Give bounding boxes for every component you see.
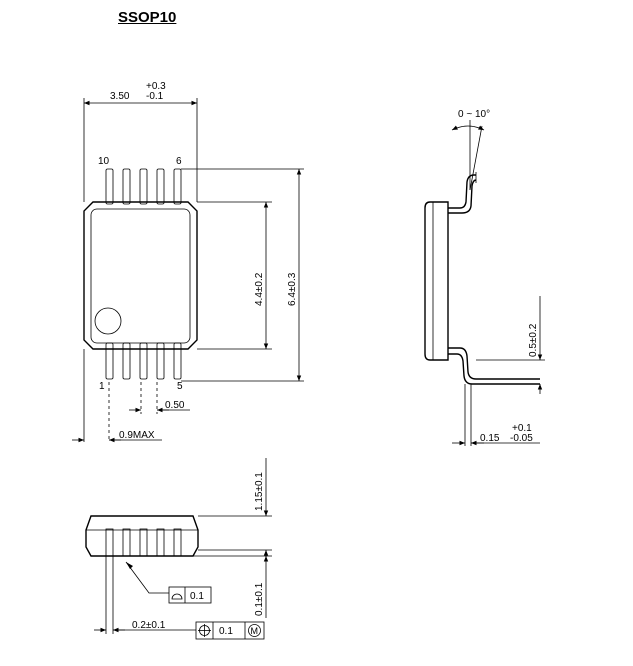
standoff-dim: 0.1±0.1 xyxy=(254,582,265,616)
end-max-dim: 0.9MAX xyxy=(119,430,155,441)
lead-width-dim: 0.2±0.1 xyxy=(132,620,166,631)
top-view: 3.50 +0.3 -0.1 10 6 1 5 4.4±0.2 6.4±0.3 … xyxy=(72,81,304,443)
position-value: 0.1 xyxy=(219,626,233,637)
width-tol-minus: -0.1 xyxy=(146,91,164,102)
lead-thk-nominal: 0.15 xyxy=(480,433,500,444)
position-symbol-icon xyxy=(198,624,211,637)
front-view: 1.15±0.1 0.1±0.1 0.1 0.2±0.1 0.1 M xyxy=(85,458,272,640)
page-title: SSOP10 xyxy=(118,9,177,26)
flatness-value: 0.1 xyxy=(190,591,204,602)
pin1-marker xyxy=(94,307,122,335)
angle-dim: 0 ~ 10° xyxy=(458,109,490,120)
overall-height-dim: 6.4±0.3 xyxy=(287,272,298,306)
pin-label-5: 5 xyxy=(177,381,183,392)
lead-thk-plus: +0.1 xyxy=(512,423,532,434)
side-body xyxy=(424,201,449,361)
front-leads xyxy=(105,528,182,557)
foot-length-dim: 0.5±0.2 xyxy=(528,323,539,357)
pin-label-10: 10 xyxy=(98,156,110,167)
height-dim: 1.15±0.1 xyxy=(254,472,265,511)
pin-label-1: 1 xyxy=(99,381,105,392)
width-nominal: 3.50 xyxy=(110,91,130,102)
profile-symbol-icon xyxy=(171,593,183,600)
package-body xyxy=(83,201,198,350)
mmc-symbol: M xyxy=(251,626,259,636)
pin-label-6: 6 xyxy=(176,156,182,167)
side-view: 0 ~ 10° 0.5±0.2 0.15 +0.1 -0.05 xyxy=(424,109,545,446)
top-leads xyxy=(105,168,182,205)
body-height-dim: 4.4±0.2 xyxy=(254,272,265,306)
width-tol-plus: +0.3 xyxy=(146,81,166,92)
lead-thk-minus: -0.05 xyxy=(510,433,533,444)
mmc-symbol-icon xyxy=(248,624,261,637)
pitch-dim: 0.50 xyxy=(165,400,185,411)
